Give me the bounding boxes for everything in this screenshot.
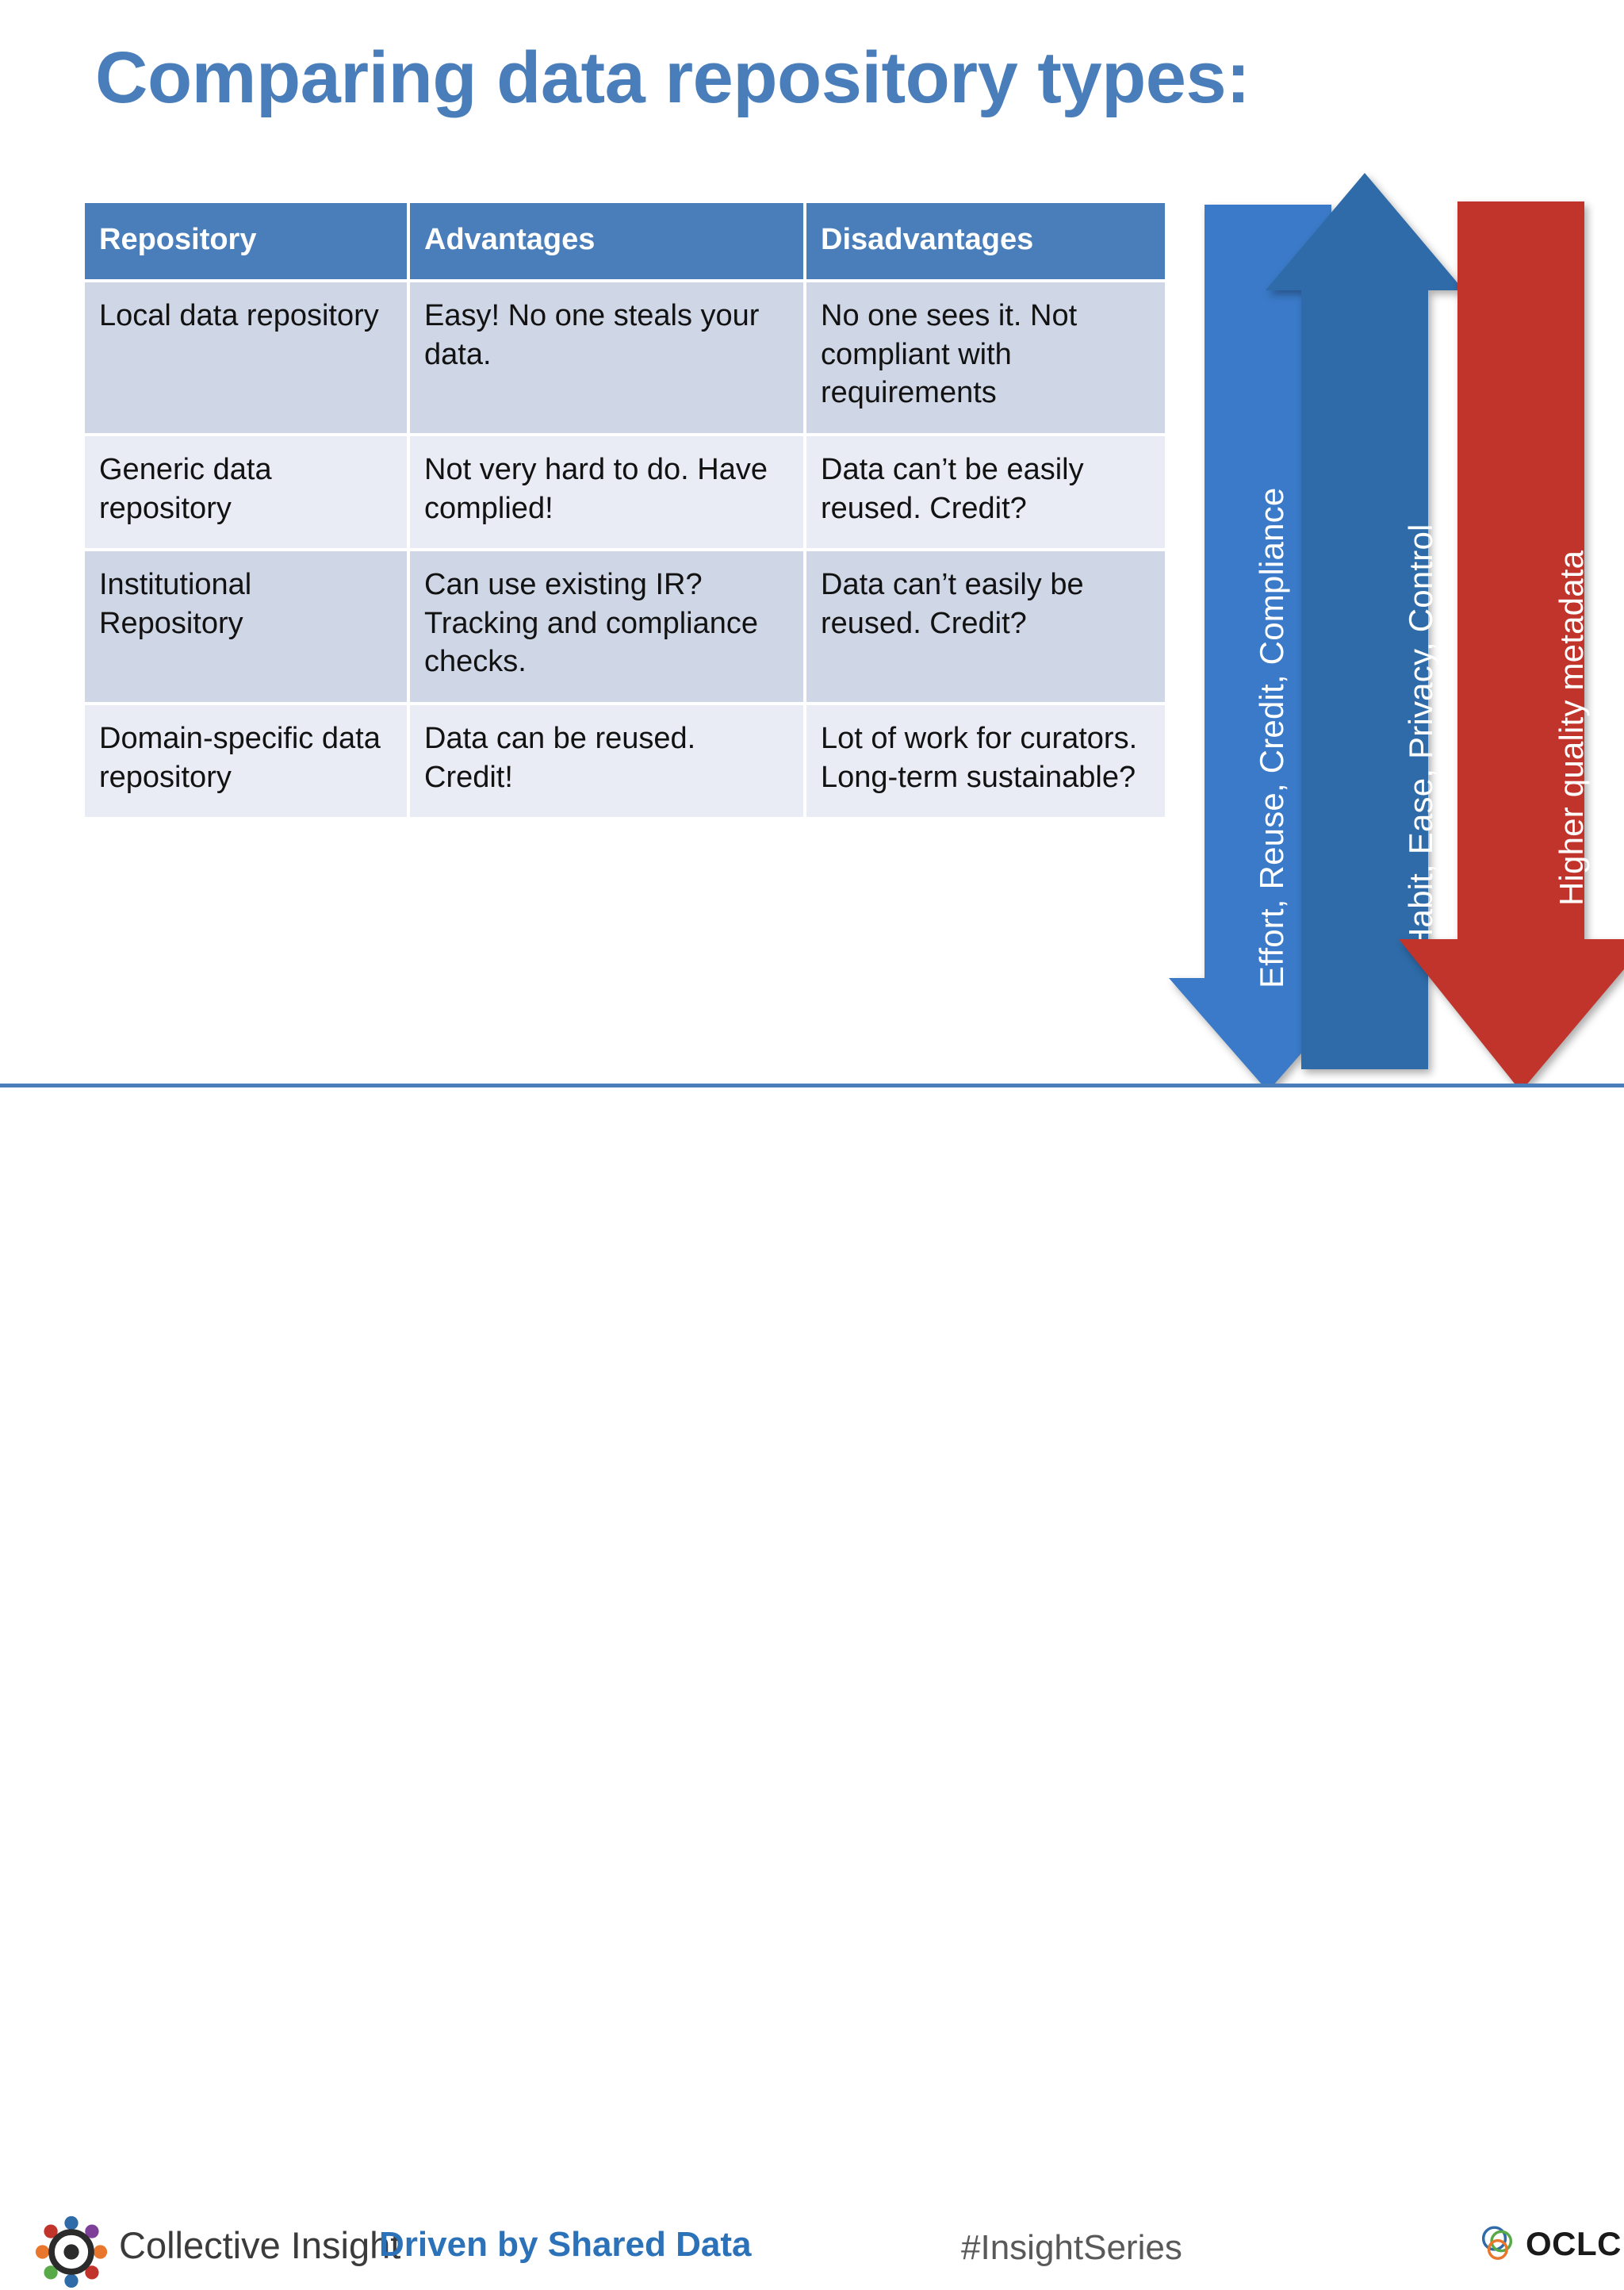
column-header-disadvantages: Disadvantages [805, 203, 1165, 281]
event-hashtag: #InsightSeries [961, 2228, 1182, 2267]
cell-advantages: Not very hard to do. Have complied! [408, 434, 806, 552]
footer-divider [0, 1084, 1624, 1087]
page-title: Comparing data repository types: [95, 37, 1251, 118]
cell-repository: Local data repository [85, 279, 410, 436]
brand-name: Collective Insight [119, 2224, 401, 2266]
up-arrow-habit-ease-privacy-control [1266, 173, 1464, 1069]
down-arrow-higher-quality-metadata [1399, 201, 1624, 1091]
comparison-table: Repository Advantages Disadvantages Loca… [85, 203, 1165, 821]
cell-disadvantages: Data can’t easily be reused. Credit? [805, 550, 1165, 705]
column-header-advantages: Advantages [408, 203, 806, 281]
cell-disadvantages: Data can’t be easily reused. Credit? [805, 434, 1165, 552]
table-row: Local data repository Easy! No one steal… [85, 279, 1165, 436]
table-row: Institutional Repository Can use existin… [85, 550, 1165, 705]
brand-tagline: Driven by Shared Data [379, 2225, 752, 2264]
table-row: Generic data repository Not very hard to… [85, 434, 1165, 552]
footer: Collective Insight Driven by Shared Data… [0, 1087, 1624, 2288]
column-header-repository: Repository [85, 203, 410, 281]
oclc-logo: OCLC [1477, 2223, 1622, 2265]
cell-advantages: Can use existing IR? Tracking and compli… [408, 550, 806, 705]
cell-repository: Institutional Repository [85, 550, 410, 705]
table-row: Domain-specific data repository Data can… [85, 704, 1165, 821]
cell-repository: Generic data repository [85, 434, 410, 552]
collective-insight-logo-icon [35, 2215, 108, 2288]
cell-disadvantages: Lot of work for curators. Long-term sust… [805, 704, 1165, 821]
arrow-label-higher-quality-metadata: Higher quality metadata [1553, 550, 1590, 906]
oclc-wordmark: OCLC [1526, 2225, 1622, 2262]
cell-repository: Domain-specific data repository [85, 704, 410, 821]
cell-advantages: Data can be reused. Credit! [408, 704, 806, 821]
cell-advantages: Easy! No one steals your data. [408, 279, 806, 436]
cell-disadvantages: No one sees it. Not compliant with requi… [805, 279, 1165, 436]
oclc-mark-icon [1481, 2226, 1513, 2260]
table-header-row: Repository Advantages Disadvantages [85, 203, 1165, 281]
